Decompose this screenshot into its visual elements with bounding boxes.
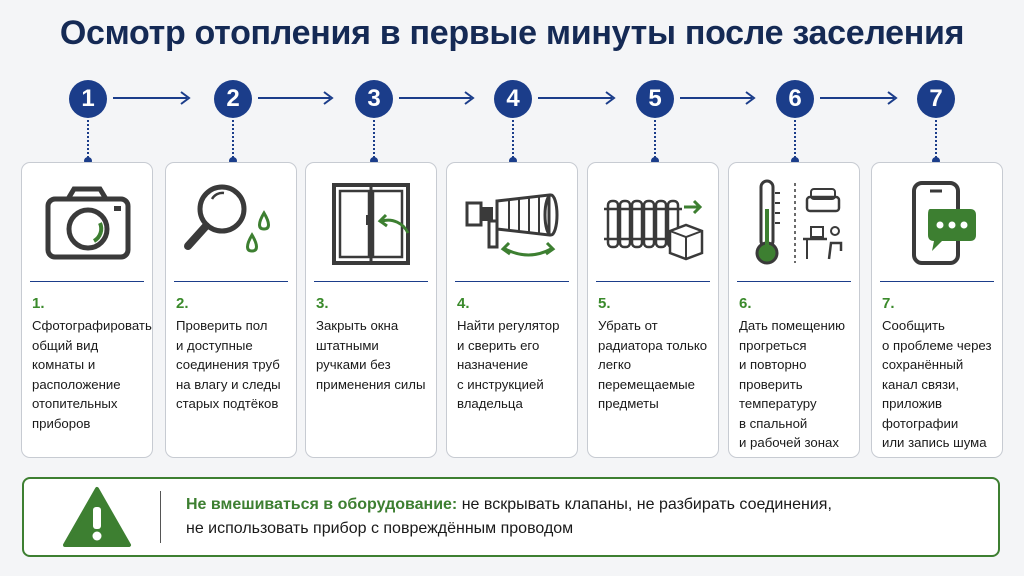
step-card-3: 3. Закрыть окна штатными ручками без при… xyxy=(305,162,437,458)
step-text: Закрыть окна штатными ручками без примен… xyxy=(316,318,426,392)
warning-text: Не вмешиваться в оборудование: не вскрыв… xyxy=(186,493,986,541)
card-separator xyxy=(30,281,144,282)
step-label: 1. xyxy=(32,295,45,312)
step-card-2: 2. Проверить пол и доступные соединения … xyxy=(165,162,297,458)
step-card-6: 6. Дать помещению прогреться и повторно … xyxy=(728,162,860,458)
warning-body: не вскрывать клапаны, не разбирать соеди… xyxy=(457,496,832,513)
phone-message-icon xyxy=(912,181,976,265)
step-label: 5. xyxy=(598,295,611,312)
card-separator xyxy=(737,281,851,282)
connector-dot xyxy=(229,157,237,165)
step-card-7: 7. Сообщить о проблеме через сохранённый… xyxy=(871,162,1003,458)
connector-dot xyxy=(509,157,517,165)
step-text: Проверить пол и доступные соединения тру… xyxy=(176,318,281,411)
radiator-box-icon xyxy=(604,199,704,261)
connector-line xyxy=(935,120,937,158)
card-separator xyxy=(880,281,994,282)
warning-body-line2: не использовать прибор с повреждённым пр… xyxy=(186,520,574,537)
page-title: Осмотр отопления в первые минуты после з… xyxy=(59,14,965,52)
warning-divider xyxy=(160,491,161,543)
window-close-icon xyxy=(332,183,410,265)
arrow-right-icon xyxy=(258,91,334,105)
card-separator xyxy=(314,281,428,282)
connector-line xyxy=(232,120,234,158)
step-label: 3. xyxy=(316,295,329,312)
step-circle-7: 7 xyxy=(917,80,955,118)
step-circle-3: 3 xyxy=(355,80,393,118)
magnifier-water-drops-icon xyxy=(184,184,270,253)
card-separator xyxy=(455,281,569,282)
step-circle-2: 2 xyxy=(214,80,252,118)
connector-line xyxy=(373,120,375,158)
camera-icon xyxy=(45,186,131,260)
step-text: Сообщить о проблеме через сохранённый ка… xyxy=(882,318,992,450)
step-label: 2. xyxy=(176,295,189,312)
connector-line xyxy=(794,120,796,158)
connector-line xyxy=(654,120,656,158)
arrow-right-icon xyxy=(680,91,756,105)
step-text: Сфотографировать общий вид комнаты и рас… xyxy=(32,318,152,431)
step-text: Найти регулятор и сверить его назначение… xyxy=(457,318,560,411)
step-text: Дать помещению прогреться и повторно про… xyxy=(739,318,846,450)
arrow-right-icon xyxy=(538,91,616,105)
card-separator xyxy=(596,281,710,282)
thermostatic-regulator-icon xyxy=(465,193,559,257)
step-card-4: 4. Найти регулятор и сверить его назначе… xyxy=(446,162,578,458)
step-circle-4: 4 xyxy=(494,80,532,118)
step-circle-5: 5 xyxy=(636,80,674,118)
connector-dot xyxy=(651,157,659,165)
step-label: 4. xyxy=(457,295,470,312)
step-circle-6: 6 xyxy=(776,80,814,118)
arrow-right-icon xyxy=(399,91,475,105)
arrow-right-icon xyxy=(820,91,898,105)
connector-line xyxy=(87,120,89,158)
step-card-5: 5. Убрать от радиатора только легко пере… xyxy=(587,162,719,458)
connector-dot xyxy=(84,157,92,165)
warning-banner: Не вмешиваться в оборудование: не вскрыв… xyxy=(22,477,1000,557)
connector-dot xyxy=(370,157,378,165)
warning-lead: Не вмешиваться в оборудование: xyxy=(186,496,458,513)
step-text: Убрать от радиатора только легко перемещ… xyxy=(598,318,708,411)
step-card-1: 1. Сфотографировать общий вид комнаты и … xyxy=(21,162,153,458)
step-label: 6. xyxy=(739,295,752,312)
connector-dot xyxy=(932,157,940,165)
card-separator xyxy=(174,281,288,282)
arrow-right-icon xyxy=(113,91,191,105)
step-label: 7. xyxy=(882,295,895,312)
thermometer-rooms-icon xyxy=(755,179,843,265)
warning-icon xyxy=(63,487,131,547)
connector-line xyxy=(512,120,514,158)
step-circle-1: 1 xyxy=(69,80,107,118)
connector-dot xyxy=(791,157,799,165)
